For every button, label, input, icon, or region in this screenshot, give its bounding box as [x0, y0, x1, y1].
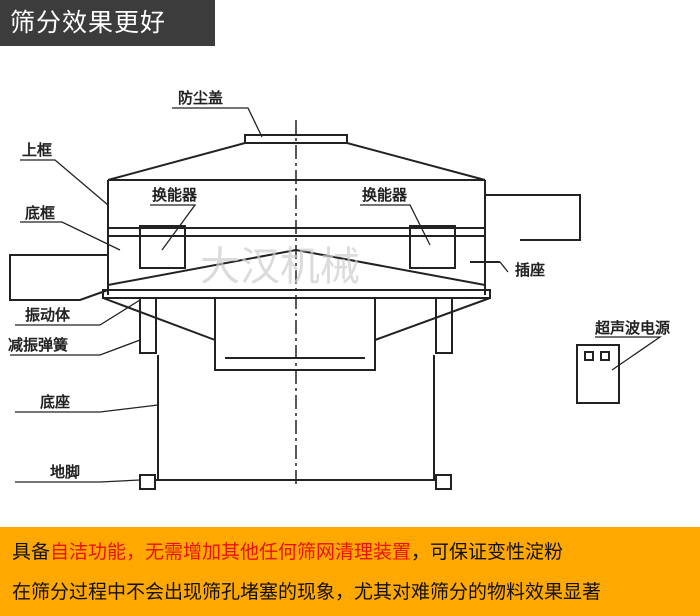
caption-line-1: 具备自洁功能，无需增加其他任何筛网清理装置，可保证变性淀粉 — [12, 537, 563, 564]
watermark: 大汉机械 — [200, 244, 360, 290]
caption-text: ，可保证变性淀粉 — [411, 541, 564, 563]
label-vibrator: 振动体 — [25, 306, 71, 324]
page-title: 筛分效果更好 — [0, 0, 215, 46]
label-bottom-frame: 底框 — [25, 204, 55, 222]
sieve-diagram: 防尘盖 上框 底框 换能器 换能器 插座 振动体 减振弹簧 底座 地脚 超声波电… — [8, 89, 670, 490]
label-upper-frame: 上框 — [22, 141, 52, 159]
caption-bar: 具备自洁功能，无需增加其他任何筛网清理装置，可保证变性淀粉 在筛分过程中不会出现… — [0, 527, 700, 616]
caption-text: 具备 — [12, 541, 51, 563]
label-feet: 地脚 — [50, 463, 80, 481]
label-ultrasonic-power: 超声波电源 — [594, 319, 670, 337]
label-damping-spring: 减振弹簧 — [8, 336, 68, 354]
label-transducer-right: 换能器 — [362, 186, 408, 204]
label-transducer-left: 换能器 — [152, 186, 198, 204]
label-base: 底座 — [40, 393, 70, 411]
caption-highlight: 自洁功能，无需增加其他任何筛网清理装置 — [50, 541, 412, 563]
label-dust-cover: 防尘盖 — [178, 89, 223, 107]
label-socket: 插座 — [515, 261, 545, 279]
caption-line-2: 在筛分过程中不会出现筛孔堵塞的现象，尤其对难筛分的物料效果显著 — [12, 581, 602, 603]
